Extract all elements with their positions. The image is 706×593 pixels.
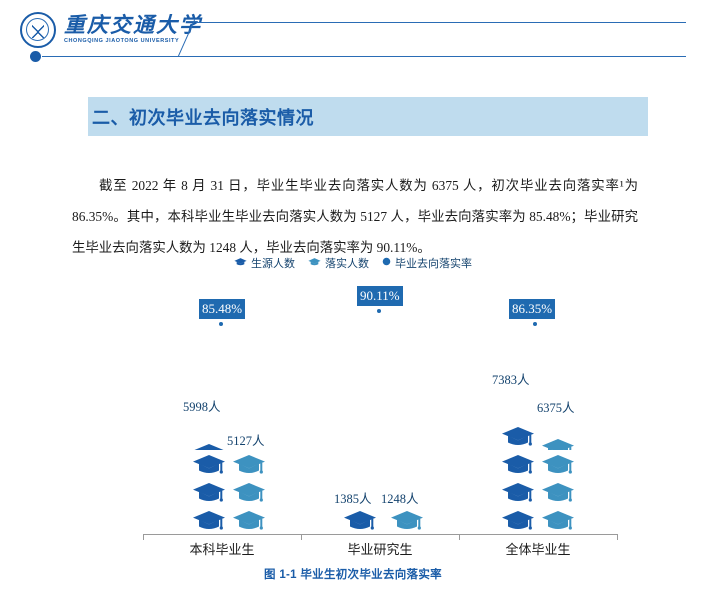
graduation-cap-icon [234,257,247,270]
value-label-source-undergraduate: 5998人 [183,400,221,414]
legend-item-placement-rate[interactable]: 毕业去向落实率 [382,255,472,271]
percent-badge-all: 86.35% [509,299,556,319]
university-logo: 重庆交通大学 CHONGQING JIAOTONG UNIVERSITY [20,12,202,48]
graduation-cap-icon-partial [192,441,226,450]
graduation-cap-icon [192,480,226,506]
axis-tick [143,534,144,540]
legend-label-source-count: 生源人数 [251,258,295,270]
section-title-band [88,97,648,136]
graduation-cap-icon [501,452,535,478]
graduation-cap-icon-partial [541,436,575,450]
percent-dot-all [533,322,537,326]
graduation-cap-icon [541,508,575,534]
axis-tick [459,534,460,540]
pictogram-chart: 生源人数 落实人数 毕业去向落实率 85.48% 90.11% [0,248,706,568]
graduation-cap-icon [232,452,266,478]
axis-tick [301,534,302,540]
page-header: 重庆交通大学 CHONGQING JIAOTONG UNIVERSITY [0,0,706,72]
circle-marker-icon [382,257,391,269]
percent-badge-undergraduate: 85.48% [199,299,246,319]
graduation-cap-icon [541,480,575,506]
graduation-cap-icon [192,452,226,478]
graduation-cap-icon [232,508,266,534]
body-paragraph: 截至 2022 年 8 月 31 日，毕业生毕业去向落实人数为 6375 人，初… [72,178,638,256]
value-label-source-all: 7383人 [492,373,530,387]
value-label-placed-undergraduate: 5127人 [227,434,265,448]
category-label-undergraduate: 本科毕业生 [189,542,255,557]
header-rule-top [196,22,686,24]
value-label-source-postgraduate: 1385人 [334,492,372,506]
chart-legend: 生源人数 落实人数 毕业去向落实率 [0,255,706,271]
percent-badge-postgraduate: 90.11% [357,286,403,306]
logo-name-cn: 重庆交通大学 [64,13,202,38]
graduation-cap-icon [501,424,535,450]
legend-label-placement-rate: 毕业去向落实率 [395,258,472,270]
university-seal-icon [20,12,56,48]
value-label-placed-all: 6375人 [537,401,575,415]
percent-dot-postgraduate [377,309,381,313]
logo-text: 重庆交通大学 CHONGQING JIAOTONG UNIVERSITY [64,15,202,45]
graduation-cap-icon [232,480,266,506]
header-dot-marker [30,51,41,62]
logo-name-en: CHONGQING JIAOTONG UNIVERSITY [64,38,180,45]
chart-axis-line [143,534,617,535]
section-title: 二、初次毕业去向落实情况 [92,108,314,128]
legend-item-source-count[interactable]: 生源人数 [234,255,295,271]
graduation-cap-icon [308,257,321,270]
graduation-cap-icon [501,480,535,506]
figure-caption: 图 1-1 毕业生初次毕业去向落实率 [264,569,442,581]
value-label-placed-postgraduate: 1248人 [381,492,419,506]
chart-plot-area: 85.48% 90.11% 86.35% 5998人 5127人 [0,248,706,568]
graduation-cap-icon [501,508,535,534]
category-label-postgraduate: 毕业研究生 [347,542,413,557]
percent-dot-undergraduate [219,322,223,326]
graduation-cap-icon [343,508,377,534]
legend-label-placed-count: 落实人数 [325,258,369,270]
graduation-cap-icon [390,508,424,534]
header-rule-bottom [42,56,686,58]
legend-item-placed-count[interactable]: 落实人数 [308,255,369,271]
graduation-cap-icon [192,508,226,534]
category-label-all: 全体毕业生 [505,542,571,557]
graduation-cap-icon [541,452,575,478]
axis-tick [617,534,618,540]
